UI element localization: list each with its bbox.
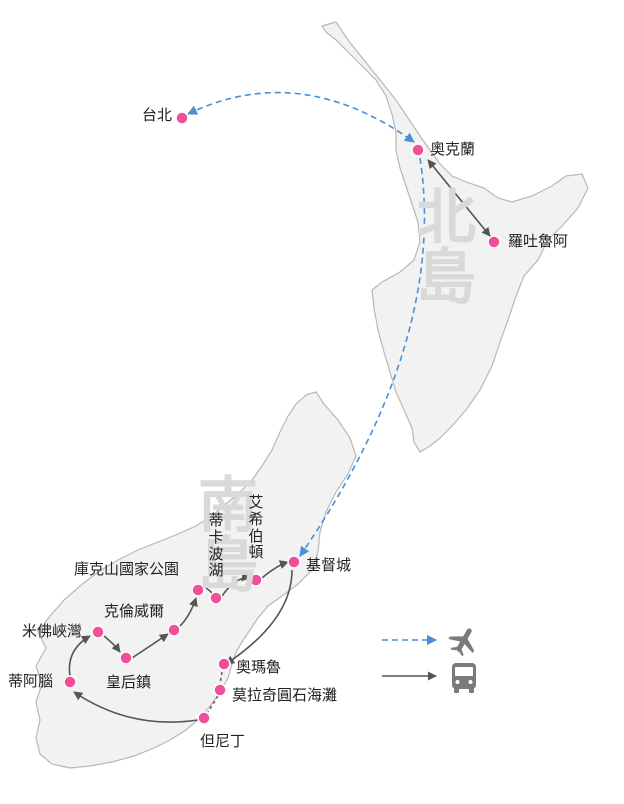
bus-icon [452, 663, 476, 693]
label-moeraki: 莫拉奇圓石海灘 [232, 686, 338, 704]
bus-route-teanau-milford [68, 635, 91, 677]
label-te-anau: 蒂阿腦 [8, 672, 54, 690]
marker-milford [91, 625, 105, 639]
marker-te-anau [63, 675, 77, 689]
label-cromwell: 克倫威爾 [104, 602, 165, 620]
flight-route-taipei-auckland [187, 91, 415, 143]
bus-route-ashburton-christchurch [261, 560, 289, 579]
flight-route-auckland-christchurch [299, 157, 426, 557]
marker-christchurch [287, 555, 301, 569]
marker-dunedin [197, 711, 211, 725]
marker-oamaru [217, 657, 231, 671]
marker-rotorua [487, 235, 501, 249]
legend-graphics [382, 628, 476, 693]
marker-auckland [411, 143, 425, 157]
label-dunedin: 但尼丁 [200, 732, 246, 750]
label-tekapo: 蒂卡波湖 [208, 511, 224, 580]
label-ashburton: 艾希伯頓 [248, 493, 264, 562]
bus-route-milford-queenstown [103, 635, 121, 653]
bus-route-christchurch-oamaru [225, 569, 293, 665]
bus-route-auckland-rotorua [427, 159, 491, 237]
location-markers [63, 111, 501, 725]
airplane-icon [448, 628, 475, 657]
label-mt-cook: 庫克山國家公園 [74, 560, 180, 578]
bus-route-dunedin-teanau [73, 691, 199, 723]
marker-queenstown [119, 651, 133, 665]
region-label-north-island: 北島 [416, 183, 476, 313]
label-milford: 米佛峽灣 [22, 622, 83, 640]
bus-route-queenstown-cromwell [131, 633, 169, 659]
marker-moeraki [213, 683, 227, 697]
label-auckland: 奧克蘭 [430, 140, 476, 158]
marker-ashburton [249, 573, 263, 587]
region-label-south-island: 南島 [198, 471, 258, 601]
bus-route-oamaru-moeraki [219, 671, 223, 685]
marker-cromwell [167, 623, 181, 637]
bus-route-cromwell-mtcook [179, 597, 198, 627]
marker-taipei [175, 111, 189, 125]
label-taipei: 台北 [142, 106, 173, 124]
marker-tekapo [209, 591, 223, 605]
marker-mt-cook [191, 583, 205, 597]
label-oamaru: 奧瑪魯 [236, 658, 282, 676]
south-island-shape [35, 391, 357, 769]
label-queenstown: 皇后鎮 [106, 673, 152, 691]
label-rotorua: 羅吐魯阿 [508, 232, 569, 250]
label-christchurch: 基督城 [306, 556, 352, 574]
bus-route-tekapo-ashburton [221, 572, 251, 597]
